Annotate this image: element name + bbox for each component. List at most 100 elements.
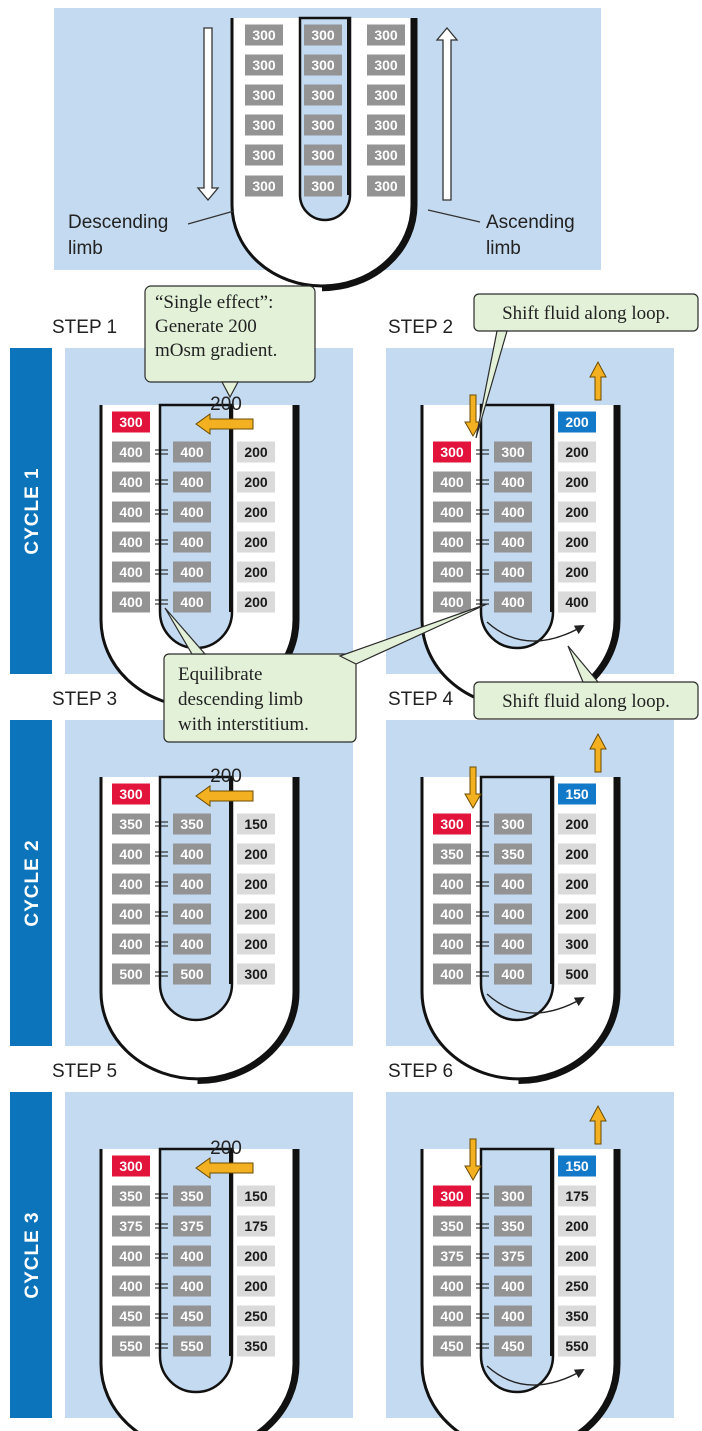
pump-arrow: [195, 785, 254, 807]
interstitium-value-bg: [494, 501, 532, 523]
top-interstitium-value: 300: [311, 27, 335, 43]
descending-value: 400: [440, 936, 464, 952]
ascending-value-bg: [558, 561, 596, 583]
interstitium-value-bg: [494, 843, 532, 865]
loop-outer-wall: [420, 777, 617, 1081]
descending-value-bg: [433, 903, 471, 925]
top-ascending-value: 300: [374, 117, 398, 133]
descending-value-bg: [112, 933, 150, 955]
top-descending-value: 300: [252, 117, 276, 133]
interstitium-value-bg: [173, 843, 211, 865]
ascending-value: 200: [565, 906, 589, 922]
descending-value: 400: [119, 876, 143, 892]
interstitium-value-bg: [173, 873, 211, 895]
ascending-value-bg: [237, 1215, 275, 1237]
ascending-value-bg: [237, 561, 275, 583]
top-interstitium-value: 300: [311, 87, 335, 103]
cycle-label: CYCLE 3: [22, 1211, 43, 1298]
bend-flow-arrow: [486, 621, 585, 642]
descending-value: 400: [440, 534, 464, 550]
ascending-value-bg: [558, 1215, 596, 1237]
descending-value: 350: [119, 816, 143, 832]
loop-core: [479, 1147, 555, 1394]
descending-value: 350: [119, 1188, 143, 1204]
descending-value-bg: [112, 501, 150, 523]
ascending-value-bg: [237, 1185, 275, 1207]
ascending-value-bg: [558, 1275, 596, 1297]
exiting-fluid-value: 150: [565, 1158, 589, 1174]
exiting-fluid-value: 150: [565, 786, 589, 802]
interstitium-value: 400: [501, 594, 525, 610]
descending-value: 400: [119, 474, 143, 490]
ascending-value: 200: [244, 876, 268, 892]
descending-value-bg: [112, 813, 150, 835]
shift-callout-2-pointer: [567, 645, 600, 683]
top-descending-value-bg: [245, 84, 283, 106]
descending-value-bg: [112, 1305, 150, 1327]
ascending-value-bg: [237, 843, 275, 865]
interstitium-value-bg: [173, 903, 211, 925]
descending-value-bg: [433, 843, 471, 865]
descending-value-bg: [433, 933, 471, 955]
ascending-value: 200: [244, 594, 268, 610]
interstitium-value: 350: [180, 816, 204, 832]
interstitium-value: 400: [501, 966, 525, 982]
ascending-value: 200: [244, 1248, 268, 1264]
descending-value-bg: [112, 1215, 150, 1237]
ascending-flow-arrow: [435, 26, 459, 201]
top-ascending-value-bg: [367, 114, 405, 136]
interstitium-value: 400: [180, 876, 204, 892]
interstitium-value: 400: [501, 876, 525, 892]
ascending-value-bg: [558, 1305, 596, 1327]
top-interstitium-value-bg: [304, 84, 342, 106]
interstitium-value: 400: [501, 936, 525, 952]
top-ascending-value-bg: [367, 84, 405, 106]
equilibrate-text: Equilibrate: [178, 664, 262, 685]
ascending-value: 150: [244, 1188, 268, 1204]
descending-value-bg: [433, 873, 471, 895]
interstitium-value-bg: [494, 561, 532, 583]
descending-value: 400: [119, 906, 143, 922]
interstitium-value: 375: [180, 1218, 204, 1234]
interstitium-value-bg: [173, 1245, 211, 1267]
bend-flow-arrow: [486, 993, 585, 1014]
top-interstitium-value-bg: [304, 144, 342, 166]
arrows-layer: 200 200 200: [195, 26, 607, 1386]
descending-value-bg: [112, 1275, 150, 1297]
loop-outer-wall: [99, 777, 296, 1081]
interstitium-value: 400: [180, 936, 204, 952]
interstitium-value-bg: [494, 1335, 532, 1357]
ascending-value: 175: [244, 1218, 268, 1234]
ascending-value: 200: [244, 936, 268, 952]
single-effect-text: Generate 200: [155, 316, 257, 337]
interstitium-value: 400: [180, 1248, 204, 1264]
ascending-value-bg: [237, 1335, 275, 1357]
outflow-arrow: [589, 1104, 607, 1145]
loop-shadow-wall: [321, 18, 418, 292]
descending-value-bg: [433, 963, 471, 985]
top-ascending-value-bg: [367, 24, 405, 46]
ascending-value: 200: [244, 534, 268, 550]
descending-value-bg: [433, 531, 471, 553]
interstitium-value-bg: [173, 1275, 211, 1297]
descending-value: 300: [440, 816, 464, 832]
ascending-value: 175: [565, 1188, 589, 1204]
descending-value-bg: [112, 561, 150, 583]
top-descending-value: 300: [252, 147, 276, 163]
interstitium-value: 400: [501, 534, 525, 550]
interstitium-value-bg: [494, 1215, 532, 1237]
ascending-value: 200: [565, 444, 589, 460]
ascending-value: 200: [565, 1218, 589, 1234]
descending-value-bg: [433, 501, 471, 523]
single-effect-pointer: [221, 381, 239, 399]
descending-value-bg: [112, 1185, 150, 1207]
exiting-fluid-value-bg: [558, 1155, 596, 1177]
interstitium-value: 300: [501, 816, 525, 832]
ascending-value-bg: [558, 843, 596, 865]
interstitium-value: 400: [180, 474, 204, 490]
fresh-fluid-value-bg: [112, 783, 150, 805]
ascending-value: 150: [244, 816, 268, 832]
descending-value-bg: [112, 903, 150, 925]
